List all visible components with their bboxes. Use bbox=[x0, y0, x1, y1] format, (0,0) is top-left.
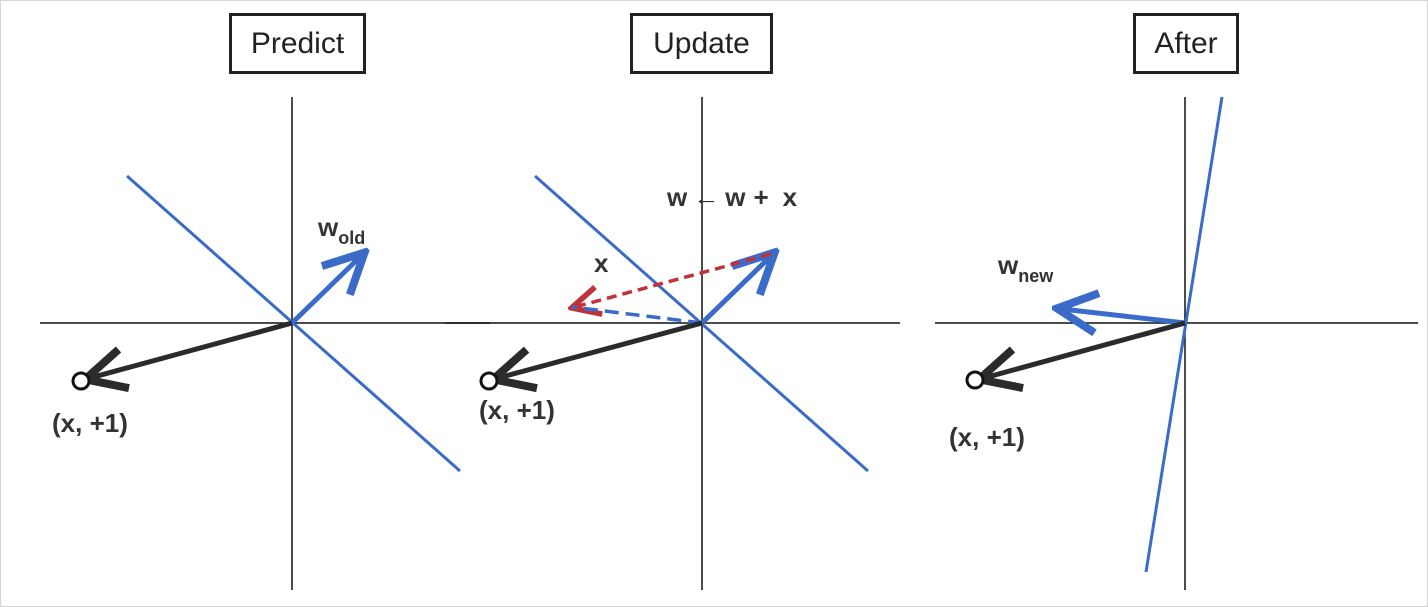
panel-update: (x, +1) x w←w+x bbox=[445, 97, 900, 590]
rule-lhs: w bbox=[666, 182, 688, 212]
x-vector-label: x bbox=[594, 248, 609, 278]
w-symbol: w bbox=[317, 212, 339, 242]
point-label: (x, +1) bbox=[479, 395, 555, 425]
panel-predict: (x, +1) wold bbox=[40, 97, 490, 590]
data-point bbox=[965, 370, 985, 390]
rule-plus: + bbox=[753, 182, 768, 212]
w-symbol: w bbox=[997, 250, 1019, 280]
w-new-vector bbox=[1062, 309, 1186, 323]
data-vector bbox=[498, 320, 703, 378]
x-addition-vector bbox=[575, 252, 772, 307]
rule-rhs-w: w bbox=[724, 182, 746, 212]
w-subscript: old bbox=[338, 228, 365, 248]
data-point bbox=[71, 371, 91, 391]
point-label: (x, +1) bbox=[949, 422, 1025, 452]
w-subscript: new bbox=[1018, 266, 1054, 286]
rule-arrow: ← bbox=[693, 182, 719, 212]
title-after: After bbox=[1133, 13, 1239, 74]
w-vector bbox=[700, 256, 771, 325]
title-predict: Predict bbox=[229, 13, 366, 74]
data-vector bbox=[984, 320, 1186, 378]
w-new-label: wnew bbox=[997, 250, 1054, 286]
decision-boundary bbox=[1144, 96, 1224, 573]
title-update: Update bbox=[630, 13, 773, 74]
data-vector bbox=[90, 320, 293, 378]
update-rule: w←w+x bbox=[666, 182, 798, 212]
w-new-dashed-vector bbox=[571, 305, 703, 325]
data-point bbox=[479, 371, 499, 391]
point-label: (x, +1) bbox=[52, 408, 128, 438]
w-old-vector bbox=[290, 256, 361, 325]
panel-after: (x, +1) wnew bbox=[935, 96, 1418, 590]
w-old-label: wold bbox=[317, 212, 365, 248]
rule-rhs-x: x bbox=[783, 182, 798, 212]
